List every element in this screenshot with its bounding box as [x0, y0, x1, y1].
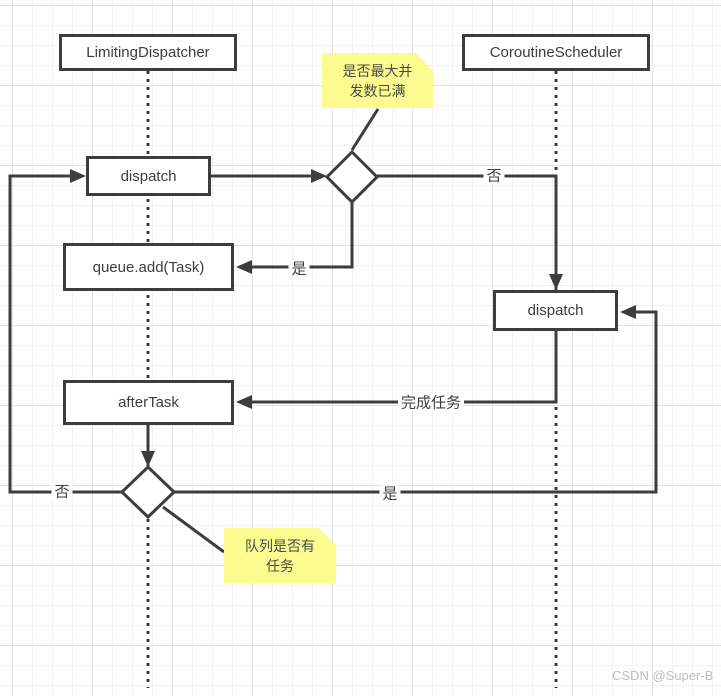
arrowhead-into-dispatch-right-top	[549, 274, 563, 290]
actor-coroutine-scheduler-label: CoroutineScheduler	[489, 44, 623, 61]
arrowhead-into-dispatch-left	[70, 169, 86, 183]
node-dispatch-right: dispatch	[493, 290, 618, 331]
watermark: CSDN @Super-B	[612, 668, 714, 683]
note-queue-has-task: 队列是否有 任务	[224, 528, 336, 583]
arrowhead-into-queue-add	[236, 260, 252, 274]
node-after-task-label: afterTask	[118, 394, 179, 411]
edge-label-yes-top: 是	[288, 260, 310, 278]
node-queue-add: queue.add(Task)	[63, 243, 234, 291]
edge-label-no-bottom: 否	[51, 483, 73, 501]
decision-max-concurrency	[324, 149, 380, 205]
node-dispatch-right-label: dispatch	[527, 302, 584, 319]
note-queue-has-task-line2: 任务	[266, 558, 294, 574]
arrowhead-into-after-task	[236, 395, 252, 409]
arrowhead-into-decision2	[141, 451, 155, 467]
note-max-concurrency: 是否最大并 发数已满	[322, 53, 433, 108]
note-queue-has-task-line1: 队列是否有	[245, 538, 315, 554]
actor-limiting-dispatcher-label: LimitingDispatcher	[86, 44, 210, 61]
actor-coroutine-scheduler: CoroutineScheduler	[462, 34, 650, 71]
arrowhead-into-dispatch-right-side	[620, 305, 636, 319]
note-max-concurrency-line2: 发数已满	[349, 83, 406, 99]
edge-decision-yes-to-queue-add	[250, 202, 354, 269]
edge-label-no-top: 否	[483, 167, 505, 185]
decision-queue-has-task	[119, 464, 177, 520]
edge-label-yes-bottom: 是	[379, 485, 401, 503]
note2-connector	[162, 505, 225, 554]
arrowhead-into-decision1	[311, 169, 327, 183]
node-dispatch-left: dispatch	[86, 156, 211, 196]
note-max-concurrency-line1: 是否最大并	[342, 63, 413, 79]
node-queue-add-label: queue.add(Task)	[92, 258, 205, 276]
node-after-task: afterTask	[63, 380, 234, 425]
edge-label-complete-task: 完成任务	[397, 394, 465, 412]
note1-connector	[350, 108, 380, 151]
edge-decision-no-to-dispatch-right	[377, 174, 558, 277]
edge-complete-task-to-after-task	[250, 331, 558, 404]
edge-decision2-no-loop-to-dispatch	[8, 174, 124, 494]
actor-limiting-dispatcher: LimitingDispatcher	[59, 34, 237, 71]
node-dispatch-left-label: dispatch	[120, 167, 177, 185]
